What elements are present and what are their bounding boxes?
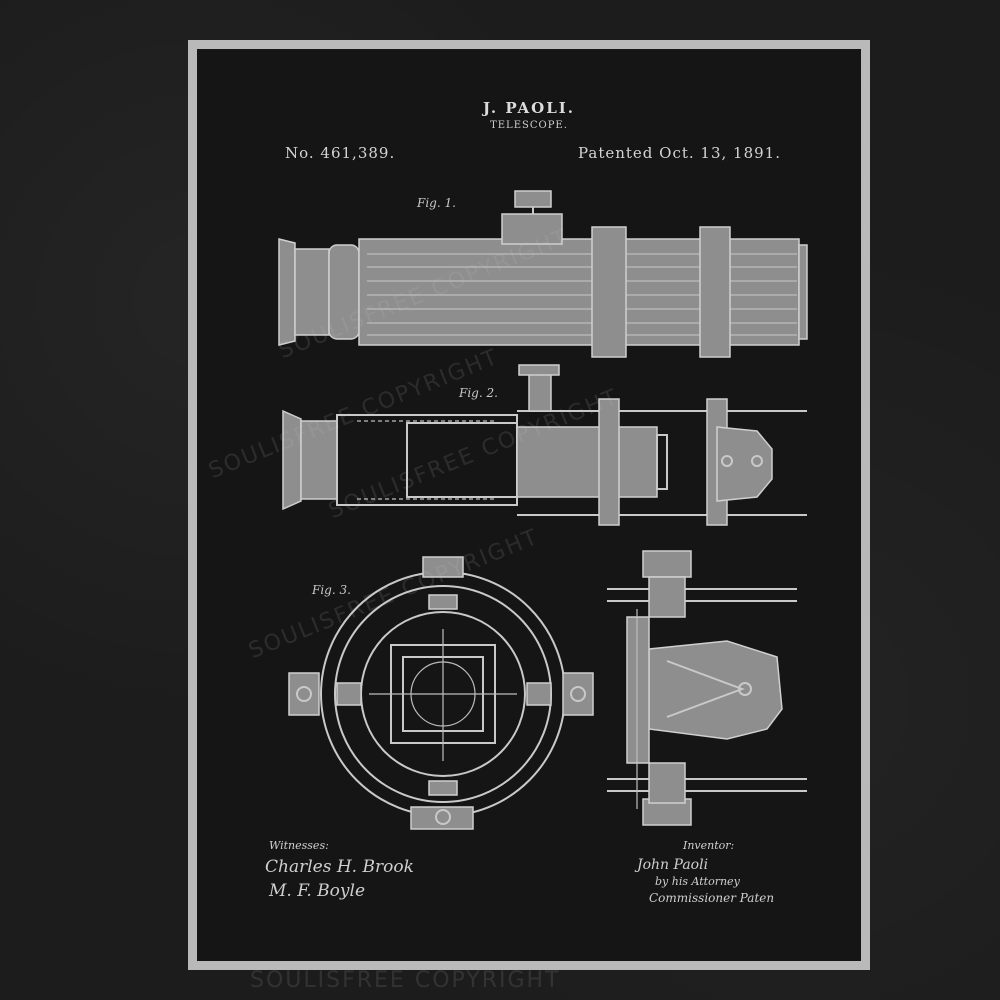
fig1-label: Fig. 1. — [416, 196, 456, 210]
inventor-signature-2: by his Attorney — [655, 875, 740, 888]
watermark: SOULISFREE COPYRIGHT — [250, 968, 561, 993]
fig3-label: Fig. 3. — [311, 583, 351, 597]
fig3-ring — [288, 556, 594, 830]
inventor-label: Inventor: — [683, 839, 735, 852]
patent-poster: J. PAOLI. TELESCOPE. No. 461,389. Patent… — [188, 40, 870, 970]
fig1-telescope — [278, 190, 808, 358]
inventor-signature-1: John Paoli — [637, 857, 709, 873]
witness-signature-1: Charles H. Brook — [265, 857, 414, 877]
patent-subtitle: TELESCOPE. — [490, 120, 568, 131]
patent-title: J. PAOLI. — [482, 99, 576, 117]
inventor-signature-3: Commissioner Paten — [649, 891, 775, 905]
telescope-drawing: Fig. 1. Fig. 2. — [278, 190, 808, 830]
witness-signature-2: M. F. Boyle — [269, 881, 365, 901]
patent-number: No. 461,389. — [285, 144, 396, 162]
patent-date: Patented Oct. 13, 1891. — [577, 144, 781, 162]
fig2-label: Fig. 2. — [458, 386, 498, 400]
fig4-mount — [607, 550, 807, 826]
witnesses-label: Witnesses: — [269, 839, 329, 852]
fig2-section — [282, 364, 807, 526]
